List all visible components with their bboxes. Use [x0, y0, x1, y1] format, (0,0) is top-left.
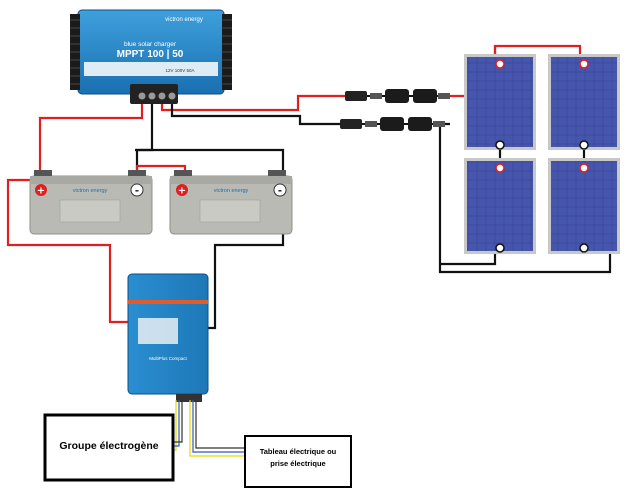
inverter-charger: MultiPlus Compact	[127, 273, 209, 402]
ac-out-wire-1	[189, 400, 246, 457]
battery-2-minus: -	[278, 186, 282, 197]
battery-1: + - victron energy	[29, 170, 153, 235]
solar-panel-4	[548, 158, 620, 254]
controller-brand: victron energy	[165, 17, 203, 23]
inverter-name: MultiPlus Compact	[149, 356, 187, 361]
controller-fins	[70, 19, 232, 85]
controller-spec: 12V 100V 50A	[165, 68, 194, 73]
generator-box	[43, 413, 175, 482]
panel-terminals	[495, 59, 589, 253]
ac-out-wire-2	[192, 400, 246, 453]
solar-panel-array	[464, 54, 620, 254]
panel-board-box	[244, 435, 352, 488]
solar-panel-1	[464, 54, 536, 150]
controller-model: MPPT 100 | 50	[117, 49, 184, 60]
battery-2: + - victron energy	[169, 170, 293, 235]
controller-subtitle: blue solar charger	[124, 41, 177, 48]
battery-bank: + - victron energy + - victron energy	[29, 170, 293, 235]
ac-out-wire-3	[195, 400, 246, 449]
battery-1-minus: -	[135, 186, 139, 197]
mc4-positive-pair	[345, 89, 450, 103]
battery-2-plus: +	[178, 186, 186, 197]
mc4-connectors	[340, 89, 450, 131]
wire-battery-inverter-negative	[135, 148, 285, 176]
mppt-charge-controller: victron energy blue solar charger MPPT 1…	[70, 9, 232, 104]
wire-controller-battery-positive	[38, 104, 144, 176]
generator-label: Groupe électrogène	[59, 440, 159, 452]
solar-panel-2	[548, 54, 620, 150]
panel-board-label-line2: prise électrique	[270, 459, 326, 468]
battery-1-plus: +	[37, 186, 45, 197]
mc4-negative-pair	[340, 117, 445, 131]
battery-2-brand: victron energy	[214, 188, 249, 194]
solar-panel-3	[464, 158, 536, 254]
wire-panel-link-negative	[440, 250, 497, 266]
panel-board-label-line1: Tableau électrique ou	[259, 447, 337, 456]
battery-1-brand: victron energy	[73, 188, 108, 194]
wire-battery-inverter-positive	[6, 178, 128, 324]
